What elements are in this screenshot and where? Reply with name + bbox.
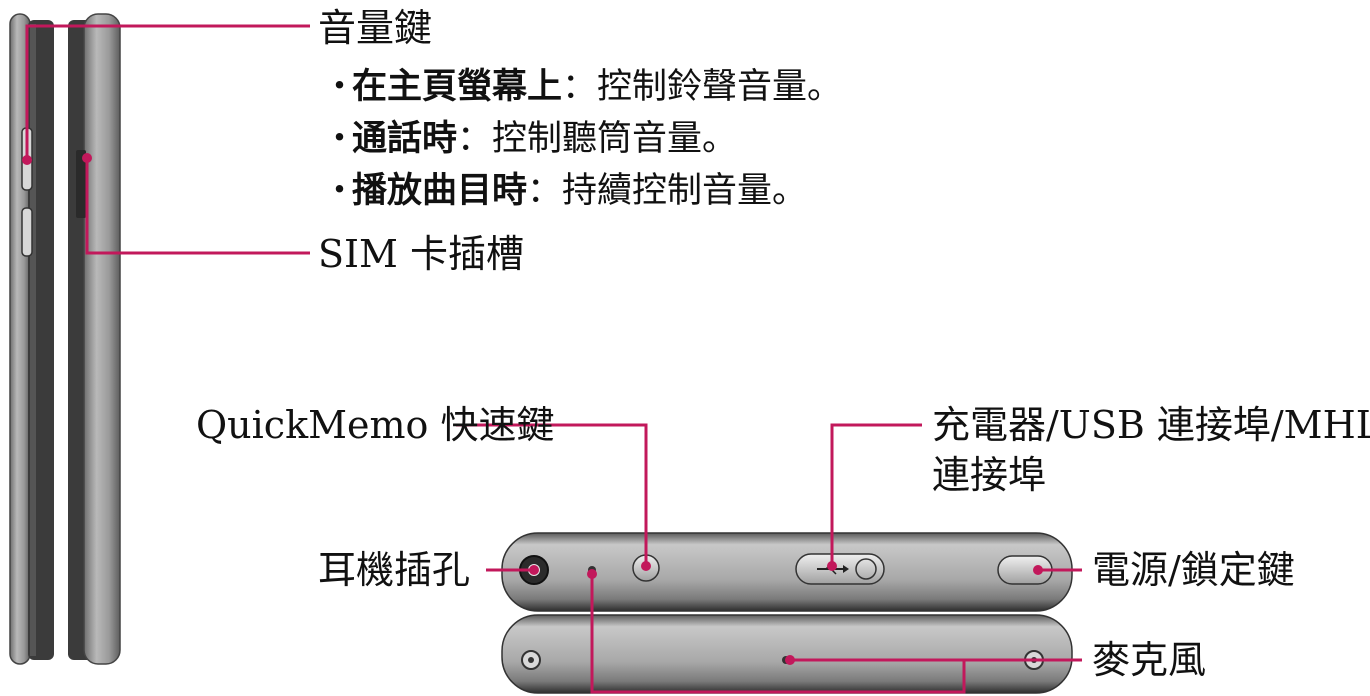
charger-port-label-line1: 充電器/USB 連接埠/MHL (932, 403, 1370, 447)
bullet: ・ (322, 119, 358, 159)
volume-item-music-term: 播放曲目時 (352, 170, 528, 211)
microphone-leader (590, 574, 1082, 694)
charger-port-label-line2: 連接埠 (932, 453, 1047, 497)
volume-item-home: ・在主頁螢幕上：控制鈴聲音量。 (322, 66, 842, 108)
phone-bottom-edge-view (501, 614, 1073, 694)
phone-left-side-view (9, 13, 54, 665)
volume-item-call: ・通話時：控制聽筒音量。 (322, 118, 737, 160)
volume-item-home-desc: ：控制鈴聲音量。 (562, 67, 843, 107)
volume-item-music: ・播放曲目時：持續控制音量。 (322, 170, 807, 212)
volume-down-button (21, 207, 33, 257)
microphone-label: 麥克風 (1092, 638, 1207, 682)
volume-key-label: 音量鍵 (318, 6, 433, 50)
charger-port-leader (830, 423, 922, 566)
sim-slot-leader (85, 158, 310, 255)
bullet: ・ (322, 67, 358, 107)
sim-slot-label: SIM 卡插槽 (318, 232, 525, 276)
volume-key-leader (25, 24, 310, 160)
bullet: ・ (322, 171, 358, 211)
headset-jack-label: 耳機插孔 (318, 548, 471, 592)
leader-lines (22, 24, 1082, 694)
quickmemo-leader (456, 423, 648, 566)
quickmemo-key-label: QuickMemo 快速鍵 (196, 403, 555, 447)
volume-item-home-term: 在主頁螢幕上 (352, 66, 563, 107)
power-lock-key-label: 電源/鎖定鍵 (1092, 548, 1295, 592)
volume-item-music-desc: ：持續控制音量。 (527, 171, 808, 211)
phone-right-side-view (68, 13, 121, 665)
sim-slot-cover (76, 150, 86, 218)
volume-item-call-desc: ：控制聽筒音量。 (457, 119, 738, 159)
volume-item-call-term: 通話時 (352, 118, 458, 159)
